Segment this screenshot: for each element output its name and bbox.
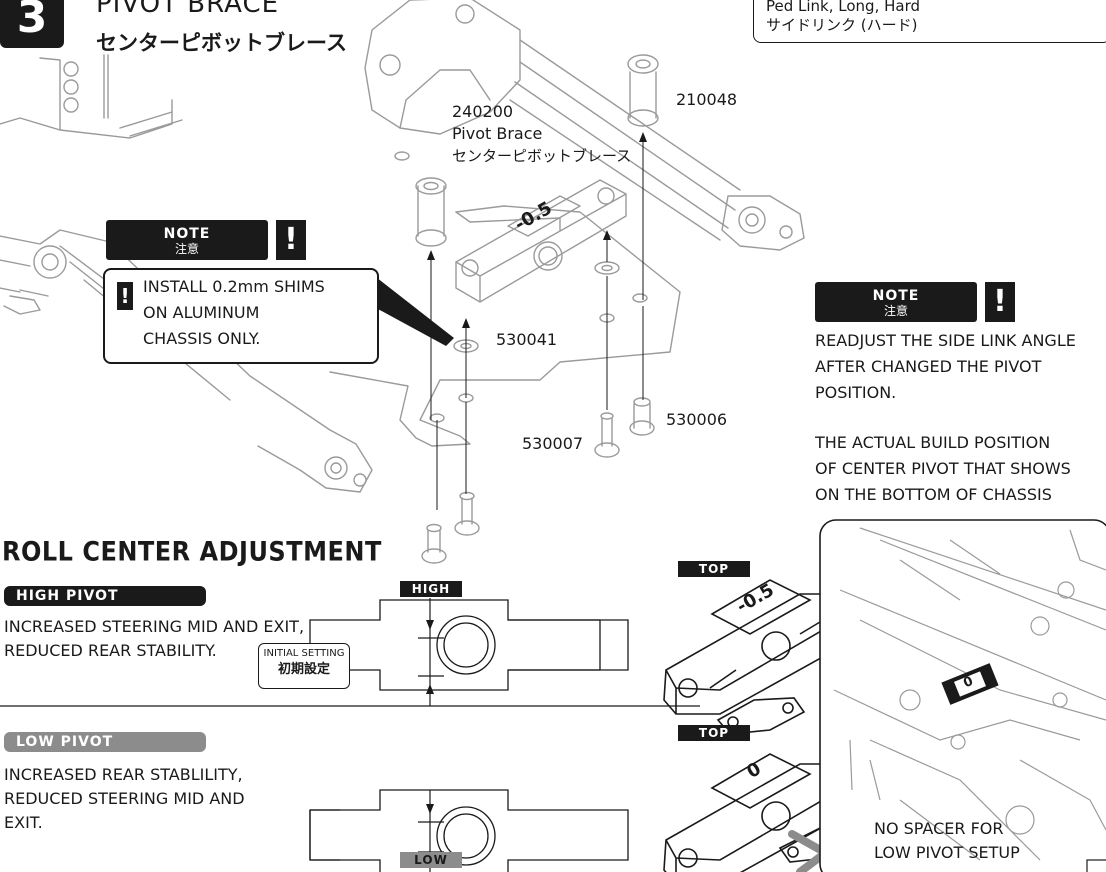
part-info-box: Ped Link, Long, Hard サイドリンク (ハード) xyxy=(753,0,1106,43)
part-name-pivot-brace-jp: センターピボットブレース xyxy=(452,147,632,165)
actual-position-note-line: ON THE BOTTOM OF CHASSIS xyxy=(815,485,1052,504)
note-line: CHASSIS ONLY. xyxy=(143,329,261,348)
part-number-spacer: 210048 xyxy=(676,90,738,109)
warning-icon: ! xyxy=(985,282,1015,322)
note-line: INSTALL 0.2mm SHIMS xyxy=(143,277,325,296)
low-pivot-desc-line: INCREASED REAR STABLILITY, xyxy=(4,765,243,784)
warning-icon: ! xyxy=(117,282,133,310)
low-tag: LOW xyxy=(400,852,462,868)
part-number-screw-a: 530007 xyxy=(522,434,584,453)
readjust-note-line: POSITION. xyxy=(815,383,897,402)
step-title: PIVOT BRACE xyxy=(96,0,280,19)
warning-icon: ! xyxy=(276,220,306,260)
high-pivot-desc-line: REDUCED REAR STABILITY. xyxy=(4,641,217,660)
shim-note-callout: ! INSTALL 0.2mm SHIMS ON ALUMINUM CHASSI… xyxy=(103,268,379,364)
low-pivot-desc-line: REDUCED STEERING MID AND xyxy=(4,789,245,808)
step-number: 3 xyxy=(16,0,48,43)
initial-setting-badge: INITIAL SETTING 初期設定 xyxy=(258,643,350,689)
actual-position-note-line: OF CENTER PIVOT THAT SHOWS xyxy=(815,459,1071,478)
high-tag: HIGH xyxy=(400,581,462,597)
no-spacer-note-line: LOW PIVOT SETUP xyxy=(874,843,1020,862)
part-name-pivot-brace: Pivot Brace xyxy=(452,124,543,143)
part-number-pivot-brace: 240200 xyxy=(452,102,514,121)
low-pivot-desc-line: EXIT. xyxy=(4,813,43,832)
step-number-badge: 3 xyxy=(0,0,64,48)
roll-center-heading: ROLL CENTER ADJUSTMENT xyxy=(2,536,382,568)
note-tag: NOTE 注意 xyxy=(106,220,268,260)
no-spacer-note-line: NO SPACER FOR xyxy=(874,819,1004,838)
note-tag-label: NOTE xyxy=(163,226,211,242)
note-tag: NOTE 注意 xyxy=(815,282,977,322)
part-info-line1: Ped Link, Long, Hard xyxy=(766,0,921,15)
top-tag-high: TOP xyxy=(678,561,750,577)
note-tag-label-jp: 注意 xyxy=(174,242,199,256)
note-tag-label-jp: 注意 xyxy=(883,304,908,318)
readjust-note-line: AFTER CHANGED THE PIVOT xyxy=(815,357,1042,376)
high-pivot-desc-line: INCREASED STEERING MID AND EXIT, xyxy=(4,617,305,636)
actual-position-note-line: THE ACTUAL BUILD POSITION xyxy=(815,433,1051,452)
part-info-line2: サイドリンク (ハード) xyxy=(766,16,918,34)
readjust-note-line: READJUST THE SIDE LINK ANGLE xyxy=(815,331,1076,350)
top-tag-low: TOP xyxy=(678,725,750,741)
note-tag-label: NOTE xyxy=(872,288,920,304)
step-title-jp: センターピボットブレース xyxy=(96,31,347,55)
part-number-screw-b: 530006 xyxy=(666,410,728,429)
part-number-shim: 530041 xyxy=(496,330,558,349)
low-pivot-pill: LOW PIVOT xyxy=(4,732,206,752)
initial-setting-label-jp: 初期設定 xyxy=(277,662,330,677)
high-pivot-pill: HIGH PIVOT xyxy=(4,586,206,606)
initial-setting-label: INITIAL SETTING xyxy=(263,648,345,659)
note-line: ON ALUMINUM xyxy=(143,303,260,322)
